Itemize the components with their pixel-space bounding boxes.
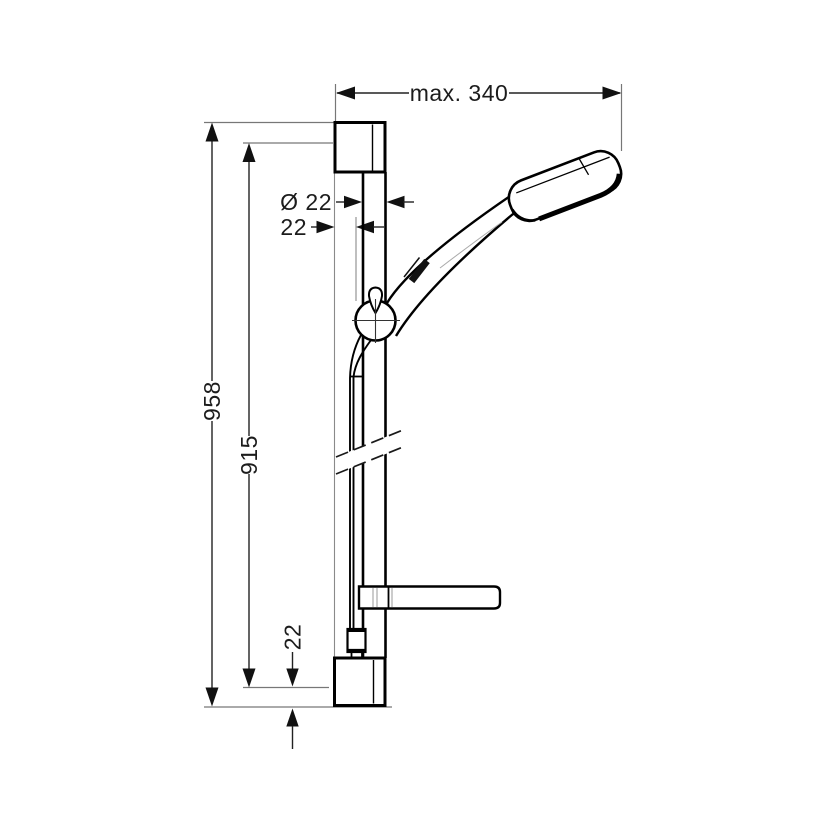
shower-head xyxy=(507,149,623,223)
arrowhead-up xyxy=(242,143,256,162)
dim-label-max-width: max. 340 xyxy=(410,80,509,106)
handle-fill xyxy=(387,190,519,336)
arrowhead-left xyxy=(336,86,355,100)
spray-face-crescent xyxy=(511,208,536,222)
arrowhead-down xyxy=(286,668,299,687)
arrowhead-up xyxy=(205,122,219,142)
arrowhead-down xyxy=(205,687,219,707)
dim-label-total-height: 958 xyxy=(199,381,225,421)
grip-band xyxy=(408,258,430,284)
slider-holder xyxy=(352,286,400,343)
dimension-bottom-offset: 22 xyxy=(280,624,306,749)
soap-dish xyxy=(357,585,502,610)
arrowhead-down xyxy=(242,668,256,688)
break-mask xyxy=(336,430,403,474)
dim-label-hole-spacing: 915 xyxy=(236,435,262,475)
break-line xyxy=(335,446,404,475)
dim-label-wall-offset: 22 xyxy=(280,214,307,240)
dimension-wall-offset: 22 xyxy=(280,173,384,657)
dimension-hole-spacing: 915 xyxy=(236,142,333,689)
handle-lower-edge xyxy=(394,213,514,337)
shower-head-cap-divider xyxy=(578,158,590,176)
bracket-body xyxy=(333,121,387,174)
spray-face-edge xyxy=(538,173,622,222)
hose-connector-body xyxy=(346,627,367,654)
handle-highlight-line xyxy=(439,221,503,269)
arrowhead-left xyxy=(386,195,405,209)
hose-outer-wall xyxy=(349,334,362,629)
dim-label-bottom-offset: 22 xyxy=(280,624,306,651)
break-line xyxy=(335,429,404,458)
arrowhead-left xyxy=(356,220,374,234)
shower-head-seam xyxy=(516,156,610,194)
dimension-total-height: 958 xyxy=(199,121,392,708)
dimension-max-width: max. 340 xyxy=(334,80,623,151)
dimension-rail-diameter: Ø 22 xyxy=(280,189,414,215)
wall-bracket-bottom xyxy=(333,656,387,707)
wall-bracket-top xyxy=(333,121,387,174)
arrowhead-right xyxy=(316,220,335,234)
arrowhead-right xyxy=(602,86,622,100)
bracket-body xyxy=(333,656,387,707)
dim-label-rail-diameter: Ø 22 xyxy=(280,189,332,215)
arrowhead-right xyxy=(344,195,362,209)
hand-shower xyxy=(385,149,623,337)
arrowhead-up xyxy=(286,708,299,727)
shower-rail xyxy=(361,172,387,658)
handle-upper-edge xyxy=(385,189,520,304)
shower-hose xyxy=(349,334,372,629)
soap-dish-body xyxy=(357,585,502,610)
grip-band-edge xyxy=(403,257,421,278)
hose-connector xyxy=(346,627,367,658)
rail-break-symbol xyxy=(335,429,404,475)
